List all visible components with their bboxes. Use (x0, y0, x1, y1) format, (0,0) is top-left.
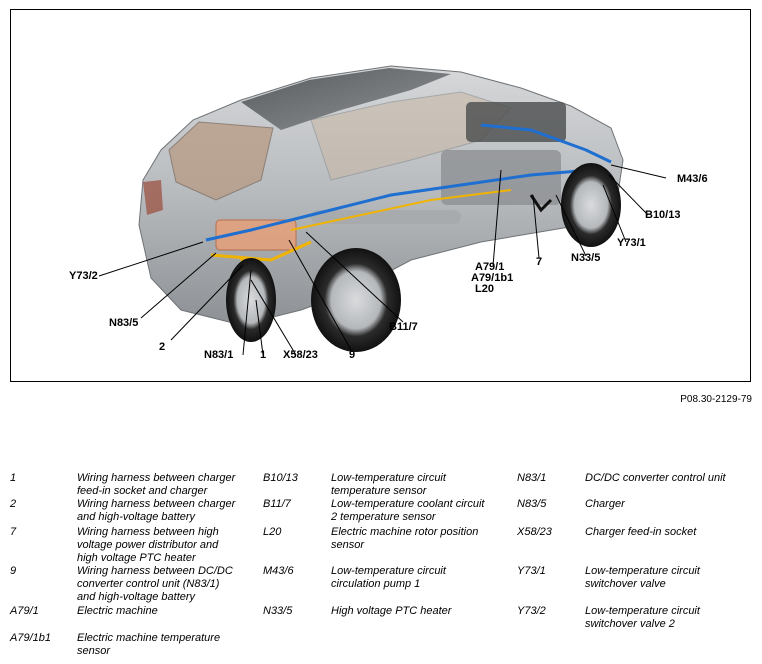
legend-code: B10/13 (263, 472, 298, 484)
legend-code: 7 (10, 526, 17, 538)
legend-code: A79/1 (10, 605, 39, 617)
legend-desc: Low-temperature circuit circulation pump… (331, 565, 446, 590)
legend-desc: Low-temperature coolant circuit 2 temper… (331, 498, 485, 523)
legend-code: N33/5 (263, 605, 293, 617)
rear-wheel (226, 258, 276, 342)
callout-2: 2 (159, 341, 166, 353)
legend-code: L20 (263, 526, 282, 538)
figure-id: P08.30-2129-79 (680, 394, 752, 405)
engine-block (441, 150, 561, 205)
legend-code: 9 (10, 565, 17, 577)
legend-desc: Charger feed-in socket (585, 526, 697, 538)
rear-window (168, 121, 274, 201)
callout-N83-5: N83/5 (109, 317, 139, 329)
legend-desc: High voltage PTC heater (331, 605, 452, 617)
leader-lines (98, 164, 667, 356)
phantom-car-illustration (98, 65, 667, 356)
legend-code: B11/7 (263, 498, 291, 510)
front-right-wheel (561, 163, 621, 247)
legend-desc: Wiring harness between charger feed-in s… (77, 472, 236, 497)
callout-7: 7 (536, 256, 543, 268)
legend-desc: Electric machine (77, 605, 158, 617)
legend-desc: Low-temperature circuit switchover valve (585, 565, 700, 590)
callout-M43-6: M43/6 (677, 173, 708, 185)
legend-desc: Wiring harness between high voltage powe… (77, 526, 219, 564)
engine-top (466, 102, 566, 142)
callout-A79-1: A79/1 (475, 261, 505, 273)
legend-code: N83/5 (517, 498, 547, 510)
legend-desc: Electric machine rotor position sensor (331, 526, 479, 551)
callout-L20: L20 (475, 283, 494, 295)
callout-B11-7: B11/7 (389, 321, 418, 333)
legend-code: N83/1 (517, 472, 547, 484)
vehicle-diagram: M43/6 B10/13 Y73/1 N33/5 7 A79/1 A79/1b1… (10, 9, 751, 382)
legend-desc: DC/DC converter control unit (585, 472, 726, 484)
legend-code: M43/6 (263, 565, 294, 577)
callout-N83-1: N83/1 (204, 349, 234, 361)
callout-A79-1b1: A79/1b1 (471, 272, 514, 284)
exhaust-system (311, 210, 461, 224)
callout-9: 9 (349, 349, 356, 361)
sunroof (241, 68, 451, 130)
callout-Y73-1: Y73/1 (617, 237, 646, 249)
callout-X58-23: X58/23 (283, 349, 318, 361)
legend-code: A79/1b1 (10, 632, 51, 644)
legend-code: 1 (10, 472, 17, 484)
legend-desc: Wiring harness between charger and high-… (77, 498, 236, 523)
front-left-wheel (311, 248, 401, 352)
legend-desc: Charger (585, 498, 625, 510)
legend-desc: Electric machine temperature sensor (77, 632, 221, 657)
high-voltage-battery (215, 219, 297, 251)
callout-B10-13: B10/13 (645, 209, 681, 221)
legend-code: 2 (10, 498, 17, 510)
legend-desc: Wiring harness between DC/DC converter c… (77, 565, 233, 603)
callout-N33-5: N33/5 (571, 252, 601, 264)
legend-desc: Low-temperature circuit temperature sens… (331, 472, 446, 497)
legend-code: X58/23 (517, 526, 552, 538)
callout-Y73-2: Y73/2 (69, 270, 98, 282)
legend-code: Y73/2 (517, 605, 546, 617)
legend-code: Y73/1 (517, 565, 546, 577)
legend-desc: Low-temperature circuit switchover valve… (585, 605, 700, 630)
callout-1: 1 (260, 349, 267, 361)
